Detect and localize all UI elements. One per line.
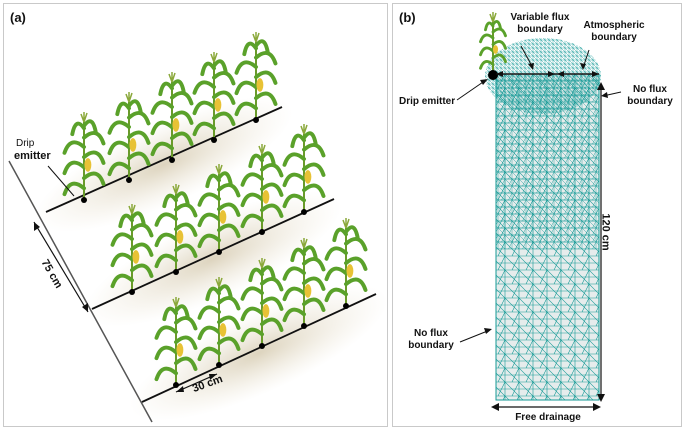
drip-emitter-pointer: [456, 79, 487, 101]
drip-emitter-dot: [253, 117, 259, 123]
drip-emitter-dot: [129, 289, 135, 295]
drip-emitter-dot: [488, 70, 498, 80]
drip-emitter-dot: [301, 323, 307, 329]
panel-a-field-layout: (a) Drip emitter 75 cm 30 cm: [3, 3, 388, 427]
row-spacing-arrow: [33, 221, 89, 313]
corn-plant-icon: [110, 204, 154, 292]
corn-plant-icon: [154, 297, 198, 385]
no-flux-left-pointer: [459, 329, 491, 343]
corn-plant-icon: [154, 184, 198, 272]
drip-emitter-dot: [173, 382, 179, 388]
drip-emitter-dot: [259, 229, 265, 235]
corn-plant-icon: [192, 52, 236, 140]
corn-plant-icon: [107, 92, 151, 180]
drip-label-line2: emitter: [14, 150, 51, 162]
drip-emitter-dot: [216, 362, 222, 368]
depth-label: 120 cm: [599, 213, 612, 251]
mesh-diagram-svg: [456, 12, 622, 411]
corn-plant-icon: [282, 124, 326, 212]
free-drainage-arrow: [491, 403, 601, 411]
variable-flux-label: Variable flux boundary: [510, 12, 570, 35]
drip-emitter-dot: [301, 209, 307, 215]
panel-b-label: (b): [399, 10, 416, 25]
drip-line: [141, 293, 377, 403]
corn-plant-icon: [234, 32, 278, 120]
no-flux-left-label: No flux boundary: [408, 328, 454, 351]
drip-emitter-dot: [169, 157, 175, 163]
free-drainage-label: Free drainage: [515, 412, 581, 423]
plant-spacing-arrow: [175, 373, 218, 393]
panel-a-label: (a): [10, 10, 26, 25]
drip-emitter-dot: [126, 177, 132, 183]
panel-b-model-domain: (b): [392, 3, 682, 427]
drip-pointer-line: [47, 165, 75, 197]
corn-plant-icon: [150, 72, 194, 160]
top-boundary-arrow: [496, 71, 599, 77]
drip-emitter-dot: [343, 303, 349, 309]
corn-plant-icon: [324, 218, 368, 306]
drip-emitter-dot: [211, 137, 217, 143]
depth-arrow: [597, 82, 605, 402]
corn-plant-icon: [282, 238, 326, 326]
drip-label-line1: Drip: [16, 138, 35, 149]
drip-emitter-dot: [81, 197, 87, 203]
drip-line: [45, 106, 283, 213]
no-flux-right-label: No flux boundary: [627, 84, 673, 107]
corn-plant-icon: [62, 112, 106, 200]
corn-plant-icon: [197, 164, 241, 252]
drip-emitter-dot: [216, 249, 222, 255]
corn-plant-icon: [479, 12, 507, 72]
drip-emitter-label: Drip emitter: [399, 96, 456, 107]
atmospheric-label: Atmospheric boundary: [583, 20, 645, 43]
mesh-domain: [485, 38, 601, 401]
field-edge-line: [8, 160, 153, 423]
drip-emitter-dot: [173, 269, 179, 275]
drip-emitter-dot: [259, 343, 265, 349]
corn-plant-icon: [240, 258, 284, 346]
corn-plant-icon: [240, 144, 284, 232]
field-layout-svg: [8, 32, 388, 423]
corn-plant-icon: [197, 277, 241, 365]
